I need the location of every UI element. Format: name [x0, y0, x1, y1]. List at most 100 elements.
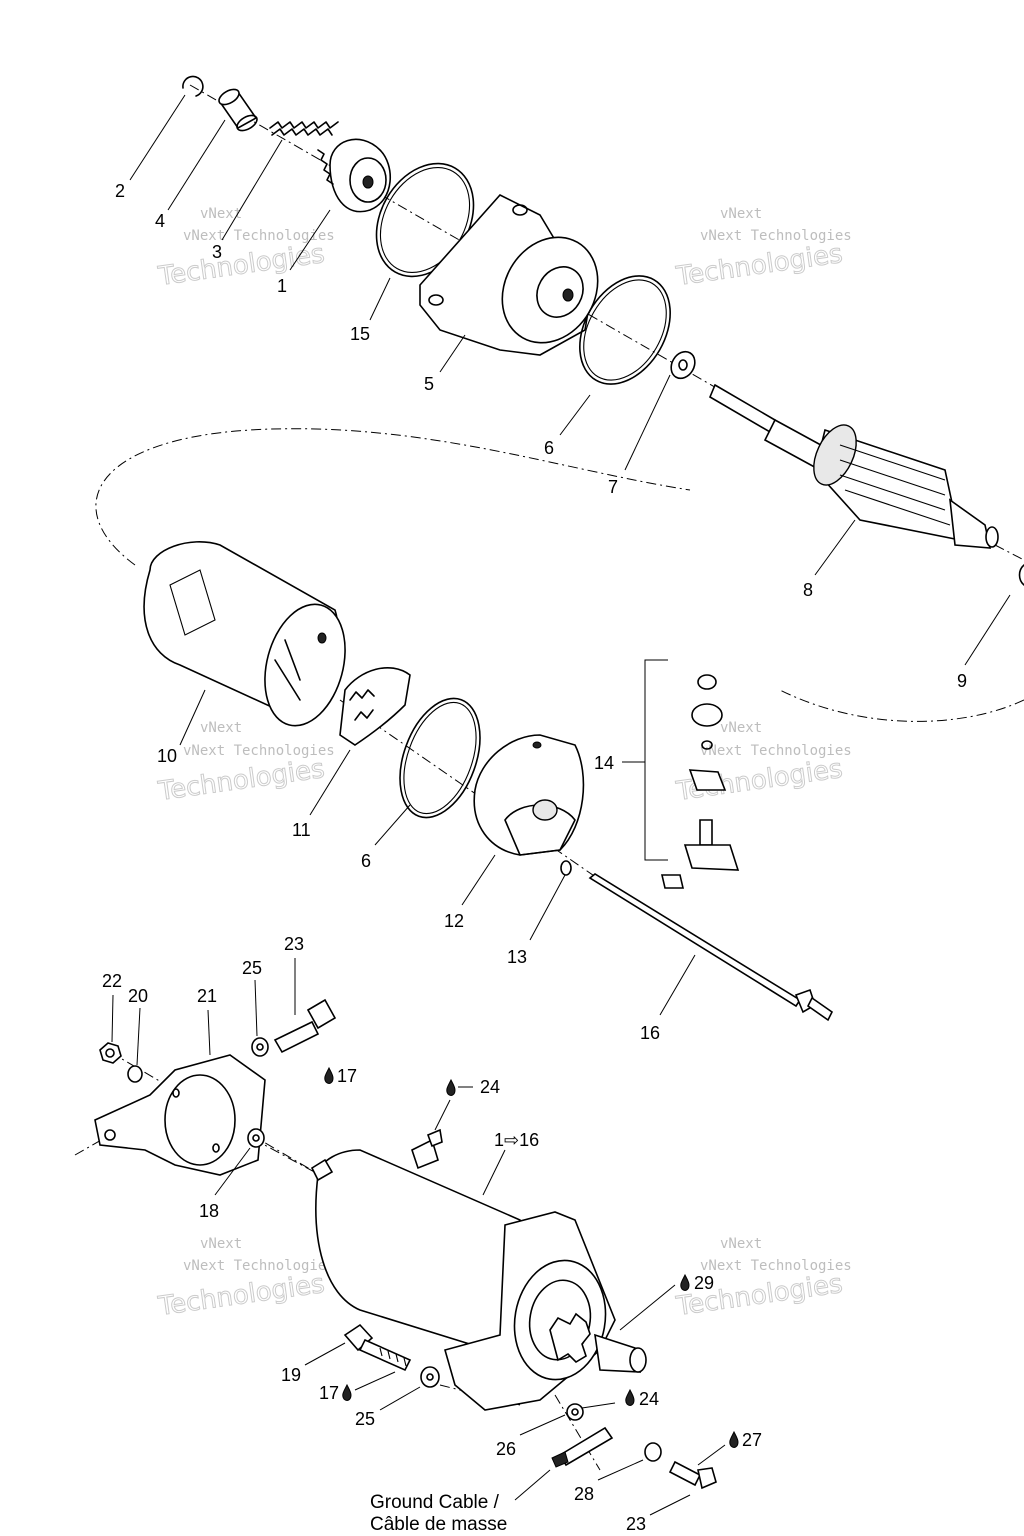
ground-axis — [554, 1394, 601, 1471]
watermark-small-text: vNext Technologies — [183, 1258, 335, 1274]
watermark-small-text: vNext Technologies — [183, 743, 335, 759]
washer-7-part — [670, 350, 696, 380]
watermark-top-text: vNext — [720, 1236, 762, 1252]
callout-range-1-16: 1⇨16 — [494, 1130, 539, 1150]
drop-icon — [446, 1078, 456, 1096]
callout-15: 15 — [350, 324, 370, 344]
yoke-housing-part — [143, 541, 346, 727]
bushing-part — [218, 88, 258, 132]
watermark-top-text: vNext — [200, 720, 242, 736]
watermark-small-text: vNext Technologies — [700, 743, 852, 759]
bracket-21-part — [94, 1054, 266, 1176]
callout-25-top: 25 — [242, 958, 262, 978]
bolt-23-bottom-part — [668, 1460, 717, 1490]
brush-holder-11-part — [339, 667, 411, 746]
bracket-axis-left — [74, 1134, 111, 1156]
callout-23-top: 23 — [284, 934, 304, 954]
watermark-large-text: Technologies — [156, 1269, 327, 1322]
callout-21: 21 — [197, 986, 217, 1006]
callout-12: 12 — [444, 911, 464, 931]
drop-icon — [342, 1383, 352, 1401]
nut-22-part — [99, 1042, 122, 1064]
callout-1: 1 — [277, 276, 287, 296]
armature-axis-end — [994, 544, 1024, 561]
watermark-bottom-left: vNext vNext Technologies Technologies — [155, 1236, 335, 1323]
callout-24-bottom: 24 — [639, 1389, 659, 1409]
loop-axis-left — [95, 428, 691, 566]
ground-terminal-part — [551, 1426, 614, 1468]
watermark-top-text: vNext — [720, 720, 762, 736]
callout-27: 27 — [742, 1430, 762, 1450]
o-ring-6-mid-part — [399, 697, 481, 819]
ground-cable-label-fr: Câble de masse — [370, 1514, 507, 1535]
mounting-flange-part — [419, 194, 599, 356]
callout-17-top: 17 — [337, 1066, 357, 1086]
callout-16: 16 — [640, 1023, 660, 1043]
leader-lines — [111, 94, 1011, 1516]
callout-24-top: 24 — [480, 1077, 500, 1097]
callout-20: 20 — [128, 986, 148, 1006]
through-bolt-16-part — [588, 873, 834, 1022]
watermark-top-left: vNext vNext Technologies Technologies — [155, 206, 335, 293]
bolt-19-part — [343, 1323, 412, 1372]
callout-22: 22 — [102, 971, 122, 991]
callout-3: 3 — [212, 242, 222, 262]
drop-icon — [680, 1273, 690, 1291]
starter-motor-assembly-part — [310, 1128, 647, 1411]
callout-8: 8 — [803, 580, 813, 600]
callout-2: 2 — [115, 181, 125, 201]
callout-6-top: 6 — [544, 438, 554, 458]
callout-17-bottom: 17 — [319, 1383, 339, 1403]
top-assembly-axis — [189, 84, 721, 391]
watermark-large-text: Technologies — [674, 239, 845, 292]
watermark-small-text: vNext Technologies — [700, 1258, 852, 1274]
bolt-23-top-part — [273, 998, 337, 1054]
callout-10: 10 — [157, 746, 177, 766]
o-ring-13-part — [560, 860, 572, 876]
washer-25-bottom-part — [420, 1366, 440, 1388]
callout-13: 13 — [507, 947, 527, 967]
washer-18-part — [247, 1128, 265, 1148]
washer-20-part — [127, 1065, 143, 1083]
end-cover-12-part — [473, 734, 585, 856]
callout-5: 5 — [424, 374, 434, 394]
drop-icon — [625, 1388, 635, 1406]
callout-4: 4 — [155, 211, 165, 231]
callout-28: 28 — [574, 1484, 594, 1504]
lubricant-icons — [324, 1066, 739, 1448]
callout-19: 19 — [281, 1365, 301, 1385]
callout-23-bottom: 23 — [626, 1514, 646, 1534]
brush-spring-9-part — [1018, 564, 1024, 586]
watermark-top-text: vNext — [200, 1236, 242, 1252]
callout-29: 29 — [694, 1273, 714, 1293]
watermark-top-right: vNext vNext Technologies Technologies — [673, 206, 852, 293]
loop-axis-right — [779, 689, 1024, 722]
ground-cable-label-en: Ground Cable / — [370, 1492, 500, 1513]
ground-cable-caption: Ground Cable / Câble de masse — [370, 1492, 507, 1535]
watermark-top-text: vNext — [720, 206, 762, 222]
star-washer-26-part — [566, 1403, 584, 1421]
o-ring-6-top-part — [579, 275, 671, 385]
callout-11: 11 — [292, 820, 311, 840]
callout-26: 26 — [496, 1439, 516, 1459]
drive-pinion-part — [317, 138, 391, 213]
callout-7: 7 — [608, 477, 618, 497]
watermark-small-text: vNext Technologies — [183, 228, 335, 244]
watermark-large-text: Technologies — [156, 239, 327, 292]
washer-28-part — [644, 1442, 662, 1462]
washer-25-top-part — [251, 1037, 269, 1057]
callout-25-bottom: 25 — [355, 1409, 375, 1429]
callout-14: 14 — [594, 753, 614, 773]
callout-labels: 2 4 3 1 15 5 6 7 8 9 10 11 6 12 13 14 16… — [102, 181, 967, 1534]
watermark-top-text: vNext — [200, 206, 242, 222]
drop-icon — [324, 1066, 334, 1084]
callout-6-mid: 6 — [361, 851, 371, 871]
watermark-mid-right: vNext vNext Technologies Technologies — [673, 720, 852, 808]
terminal-kit-14-part — [644, 659, 740, 889]
callout-18: 18 — [199, 1201, 219, 1221]
circlip-part — [182, 75, 204, 97]
drop-icon — [729, 1430, 739, 1448]
armature-part — [708, 383, 999, 549]
watermark-small-text: vNext Technologies — [700, 228, 852, 244]
